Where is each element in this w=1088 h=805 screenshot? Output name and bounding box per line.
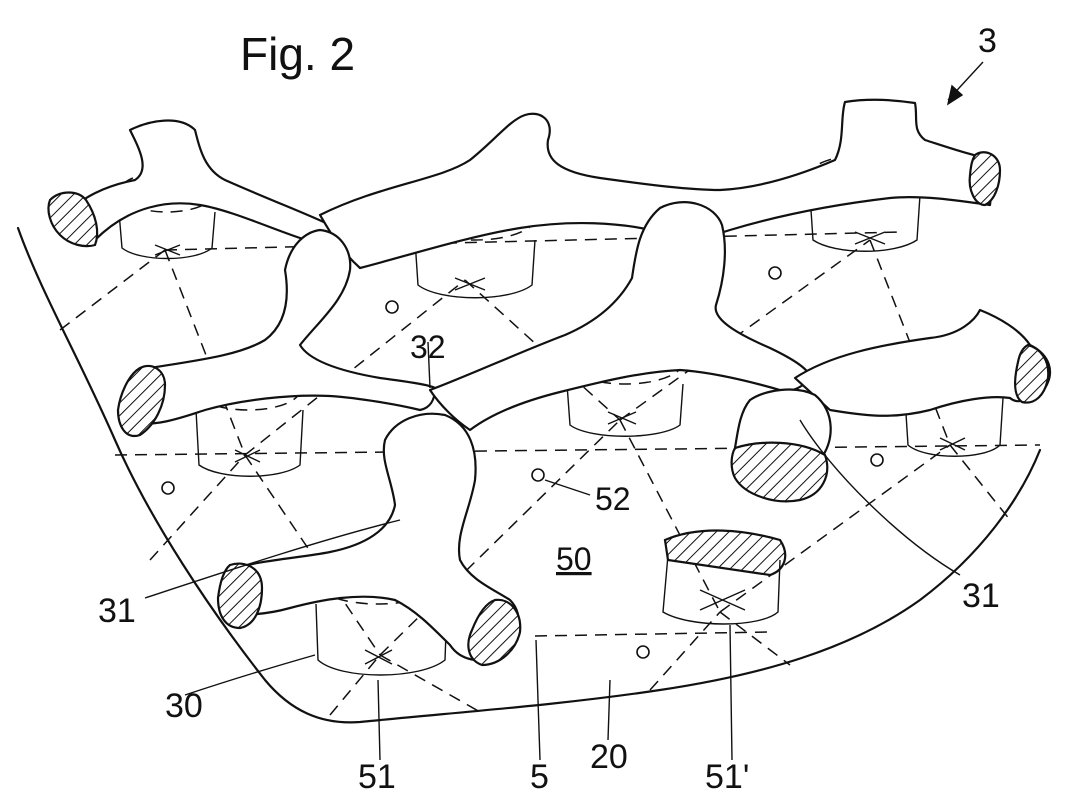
label-51: 51 [358,758,396,796]
label-51-prime: 51' [705,758,749,796]
construction-lines [60,232,1040,715]
label-20: 20 [590,738,628,776]
label-50: 50 [556,541,592,577]
lattice-struts [55,100,1050,660]
label-30: 30 [165,687,203,725]
label-5: 5 [530,758,549,796]
label-31-left: 31 [98,592,136,630]
label-32: 32 [410,329,446,365]
figure-title: Fig. 2 [240,28,355,80]
base-plate-outline [18,228,1040,722]
label-52: 52 [595,481,631,517]
label-3: 3 [978,22,997,60]
label-31-right: 31 [962,577,1000,615]
